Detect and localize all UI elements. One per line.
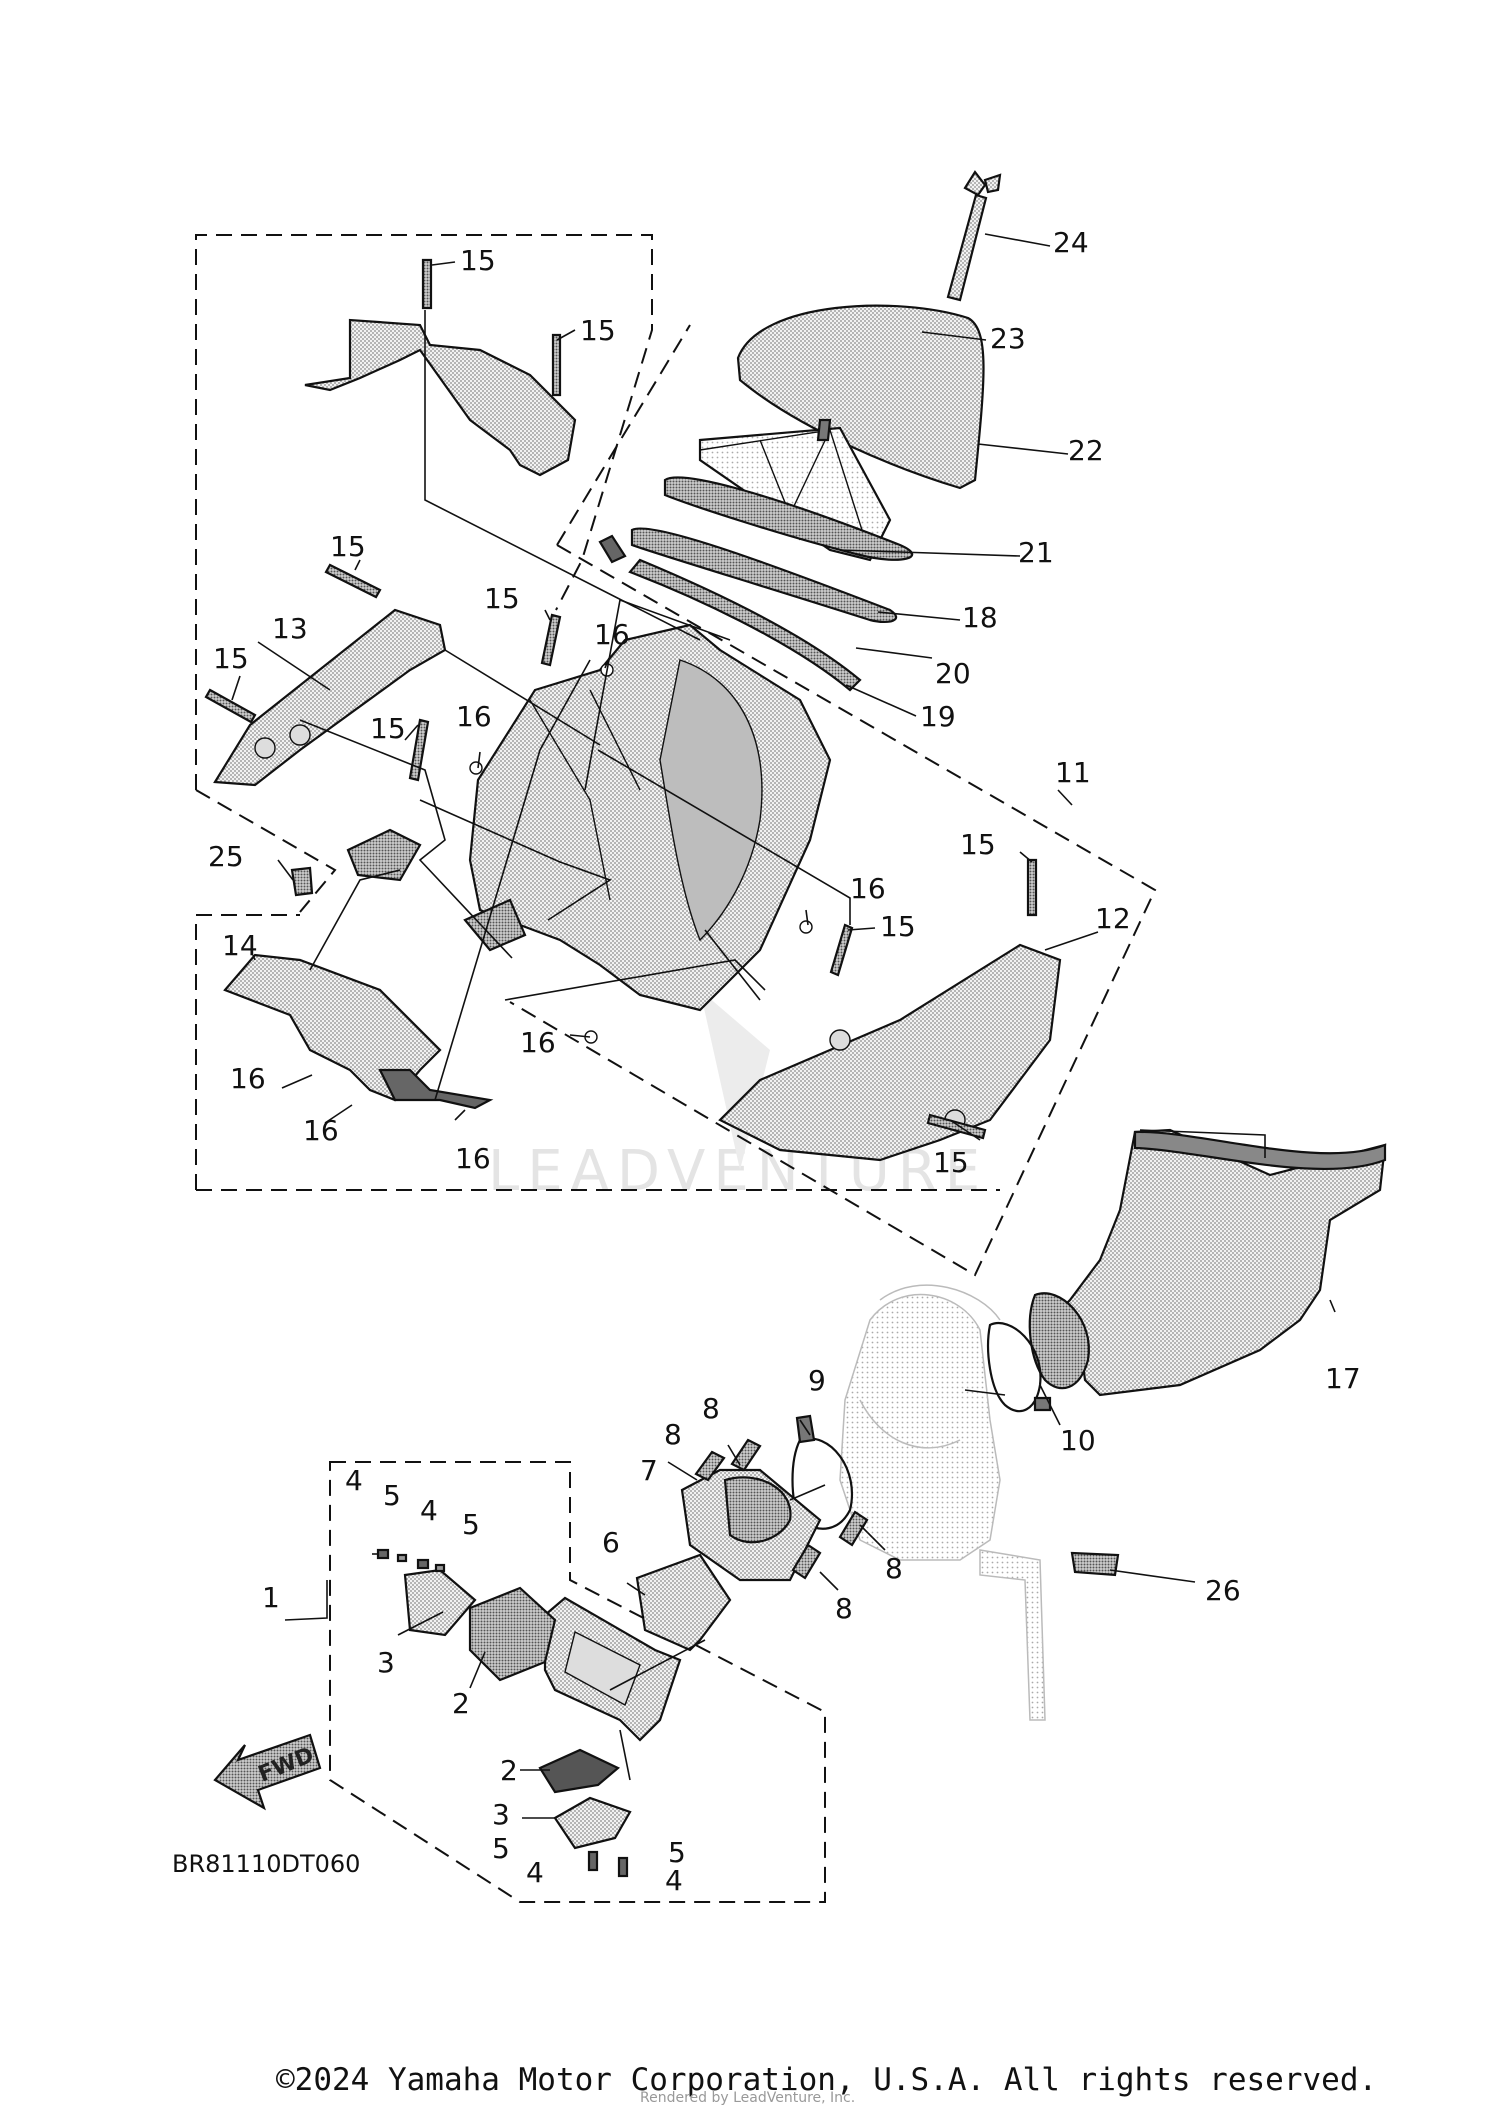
leader-lines [231, 233, 1336, 1819]
callout-8: 8 [702, 1392, 720, 1425]
callout-13: 13 [272, 612, 308, 645]
part-upper-duct-cover [304, 318, 577, 477]
callout-23: 23 [990, 322, 1026, 355]
part-17-intake-flange [1133, 1130, 1387, 1170]
part-2-reed-petal-upper [468, 1586, 557, 1682]
callout-25: 25 [208, 840, 244, 873]
callout-20: 20 [935, 657, 971, 690]
callout-5: 5 [383, 1479, 401, 1512]
part-13-side-cover [213, 608, 447, 787]
callout-16: 16 [303, 1114, 339, 1147]
callout-15: 15 [460, 244, 496, 277]
callout-4: 4 [665, 1864, 683, 1897]
part-24-wing-bolt [946, 170, 1002, 302]
callout-7: 7 [640, 1454, 658, 1487]
part-14-lower-cover-panel [378, 1068, 494, 1110]
callout-4: 4 [420, 1494, 438, 1527]
part-7-manifold-throat [723, 1476, 792, 1544]
part-bracket [463, 898, 527, 952]
group-box-air-filter [509, 324, 1157, 1277]
part-12-side-duct [718, 943, 1062, 1162]
callout-26: 26 [1205, 1574, 1241, 1607]
callout-1: 1 [262, 1581, 280, 1614]
callout-8: 8 [835, 1592, 853, 1625]
callout-15: 15 [330, 530, 366, 563]
group-box-upper-duct-lower-edge [195, 789, 337, 913]
callout-4: 4 [526, 1856, 544, 1889]
part-1-reed-window [564, 1630, 641, 1707]
callout-15: 15 [960, 828, 996, 861]
callout-labels: 24 23 22 21 18 20 19 11 12 13 14 25 17 1… [208, 226, 1361, 1897]
part-25-plug [290, 866, 314, 897]
callout-11: 11 [1055, 756, 1091, 789]
group-box-reed-valve [329, 1461, 826, 1903]
callout-8: 8 [885, 1552, 903, 1585]
callout-12: 12 [1095, 902, 1131, 935]
callout-15: 15 [484, 582, 520, 615]
callout-6: 6 [602, 1526, 620, 1559]
callout-5: 5 [492, 1832, 510, 1865]
group-box-lower-covers [195, 914, 1000, 1191]
part-21-filter-ring [663, 476, 914, 561]
part-8-bolts [694, 1438, 869, 1580]
part-17-intake-boot [1028, 1292, 1091, 1390]
callout-2: 2 [500, 1754, 518, 1787]
callout-10: 10 [1060, 1424, 1096, 1457]
callout-15: 15 [370, 712, 406, 745]
part-12-grommet [829, 1029, 851, 1051]
part-10-clamp-tab [1033, 1396, 1052, 1412]
callout-16: 16 [230, 1062, 266, 1095]
callout-24: 24 [1053, 226, 1089, 259]
part-6-spacer [635, 1553, 732, 1652]
callout-5: 5 [462, 1508, 480, 1541]
engine-ghost-outline [839, 1284, 1046, 1721]
callout-16: 16 [594, 618, 630, 651]
callout-22: 22 [1068, 434, 1104, 467]
fwd-direction-arrow: FWD [213, 1733, 322, 1811]
callout-15: 15 [933, 1146, 969, 1179]
part-13-grommet [254, 737, 276, 759]
callout-5: 5 [668, 1836, 686, 1869]
part-3-stopper-upper [403, 1568, 477, 1637]
watermark-logo [700, 990, 770, 1170]
copyright-notice: ©2024 Yamaha Motor Corporation, U.S.A. A… [276, 2062, 1378, 2098]
callout-16: 16 [455, 1142, 491, 1175]
callout-21: 21 [1018, 536, 1054, 569]
callout-9: 9 [808, 1364, 826, 1397]
part-10-hose-clamp [987, 1322, 1042, 1413]
part-19-gasket-ring [628, 558, 862, 692]
part-bracket [346, 828, 422, 882]
callout-16: 16 [520, 1026, 556, 1059]
callout-15: 15 [880, 910, 916, 943]
part-2-reed-petal-lower [538, 1748, 621, 1794]
callout-19: 19 [920, 700, 956, 733]
callout-15: 15 [213, 642, 249, 675]
callout-3: 3 [377, 1646, 395, 1679]
callout-18: 18 [962, 601, 998, 634]
callout-4: 4 [345, 1464, 363, 1497]
callout-16: 16 [850, 872, 886, 905]
callout-15: 15 [580, 314, 616, 347]
diagram-code: BR81110DT060 [172, 1850, 360, 1878]
callout-3: 3 [492, 1798, 510, 1831]
part-20-gasket [598, 534, 627, 564]
callout-2: 2 [452, 1687, 470, 1720]
rendered-by-notice: Rendered by LeadVenture, Inc. [640, 2090, 856, 2106]
part-3-stopper-lower [553, 1796, 632, 1850]
callout-17: 17 [1325, 1362, 1361, 1395]
part-18-filter-seal [630, 527, 898, 624]
callout-14: 14 [222, 929, 258, 962]
part-13-grommet [289, 724, 311, 746]
part-26-grommets [1070, 1551, 1120, 1577]
callout-16: 16 [456, 700, 492, 733]
part-11-air-box [468, 623, 832, 1012]
callout-8: 8 [664, 1418, 682, 1451]
part-9-clamp [791, 1437, 853, 1530]
group-box-upper-duct [195, 234, 653, 790]
part-11-air-box-inner [659, 659, 763, 942]
